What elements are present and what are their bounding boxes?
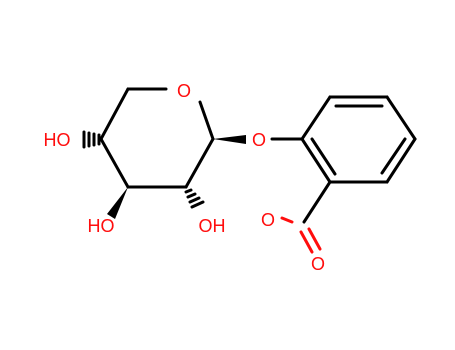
nitro-oxygen-upper-label: O: [261, 210, 275, 230]
bond-n-o-lower-2: [307, 227, 322, 251]
nitro-oxygen-lower-label: O: [311, 254, 325, 274]
wedge-bond-c3-oh: [107, 187, 128, 219]
hydroxyl-3-label: HO: [88, 216, 115, 236]
wedge-bond-c1-o: [213, 135, 246, 144]
ring-oxygen-label: O: [177, 81, 191, 101]
bond-aryl-n: [302, 180, 332, 224]
bond-ring-o-c1: [198, 100, 215, 141]
bond-c3-c4: [99, 137, 130, 189]
ether-oxygen-label: O: [252, 130, 266, 150]
benzene-ring: [300, 95, 417, 184]
pyranose-ring: [99, 87, 215, 189]
bond-c4-c5: [99, 87, 130, 141]
hydroxyl-4-label: HO: [44, 130, 71, 150]
nitro-group: [280, 216, 322, 254]
bond-n-o-lower-1: [299, 230, 314, 254]
bond-c1-c2: [184, 137, 215, 189]
hashed-bond-c2-oh: [184, 188, 205, 209]
hashed-bond-c4-oh: [82, 130, 101, 149]
hydroxyl-2-label: OH: [199, 216, 226, 236]
bond-n-o-upper: [280, 216, 294, 224]
